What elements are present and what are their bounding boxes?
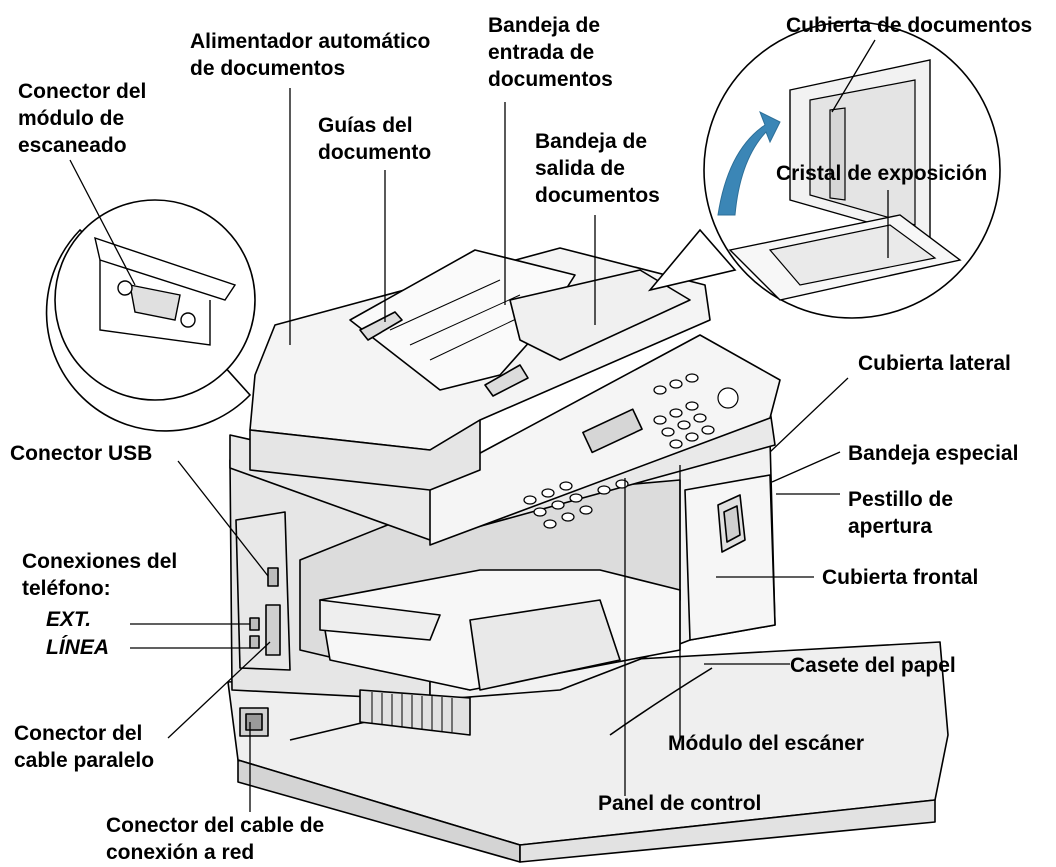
document-output-tray <box>509 269 691 361</box>
label-document-output-tray: Bandeja de salida de documentos <box>535 130 660 207</box>
label-adf: Alimentador automático de documentos <box>190 30 431 80</box>
scan-connector-port <box>129 284 181 321</box>
label-phone-connections: Conexiones del teléfono: <box>22 550 178 600</box>
inset-document-cover <box>647 21 1001 319</box>
label-front-cover: Cubierta frontal <box>822 566 979 589</box>
connector-panel <box>235 511 291 671</box>
inset-scan-connector <box>45 199 256 432</box>
label-line: LÍNEA <box>46 636 109 659</box>
label-document-guides: Guías del documento <box>318 114 432 164</box>
label-control-panel: Panel de control <box>598 792 762 815</box>
label-ext: EXT. <box>46 608 92 631</box>
label-document-input-tray: Bandeja de entrada de documentos <box>488 14 613 91</box>
adf-front <box>249 419 481 491</box>
document-guide <box>359 311 403 341</box>
label-bypass-tray: Bandeja especial <box>848 442 1019 465</box>
display-screen <box>582 408 643 454</box>
label-paper-cassette: Casete del papel <box>790 654 956 677</box>
keypad-buttons <box>523 373 739 529</box>
label-document-cover: Cubierta de documentos <box>786 14 1033 37</box>
label-network-cable: Conector del cable de conexión a red <box>106 814 325 864</box>
label-scanner-module: Módulo del escáner <box>668 732 865 755</box>
label-release-latch: Pestillo de apertura <box>848 488 954 538</box>
paper-cassette-handle <box>609 667 713 736</box>
front-cover <box>684 474 776 641</box>
leader-lines <box>69 39 889 812</box>
label-parallel-cable: Conector del cable paralelo <box>14 722 155 772</box>
label-scan-module-connector: Conector del módulo de escaneado <box>18 80 147 157</box>
lift-arrow <box>717 110 781 216</box>
multifunction-printer <box>227 247 949 863</box>
label-usb-connector: Conector USB <box>10 442 153 465</box>
label-side-cover: Cubierta lateral <box>858 352 1011 375</box>
label-exposure-glass: Cristal de exposición <box>776 162 988 185</box>
exposure-glass <box>768 224 937 286</box>
